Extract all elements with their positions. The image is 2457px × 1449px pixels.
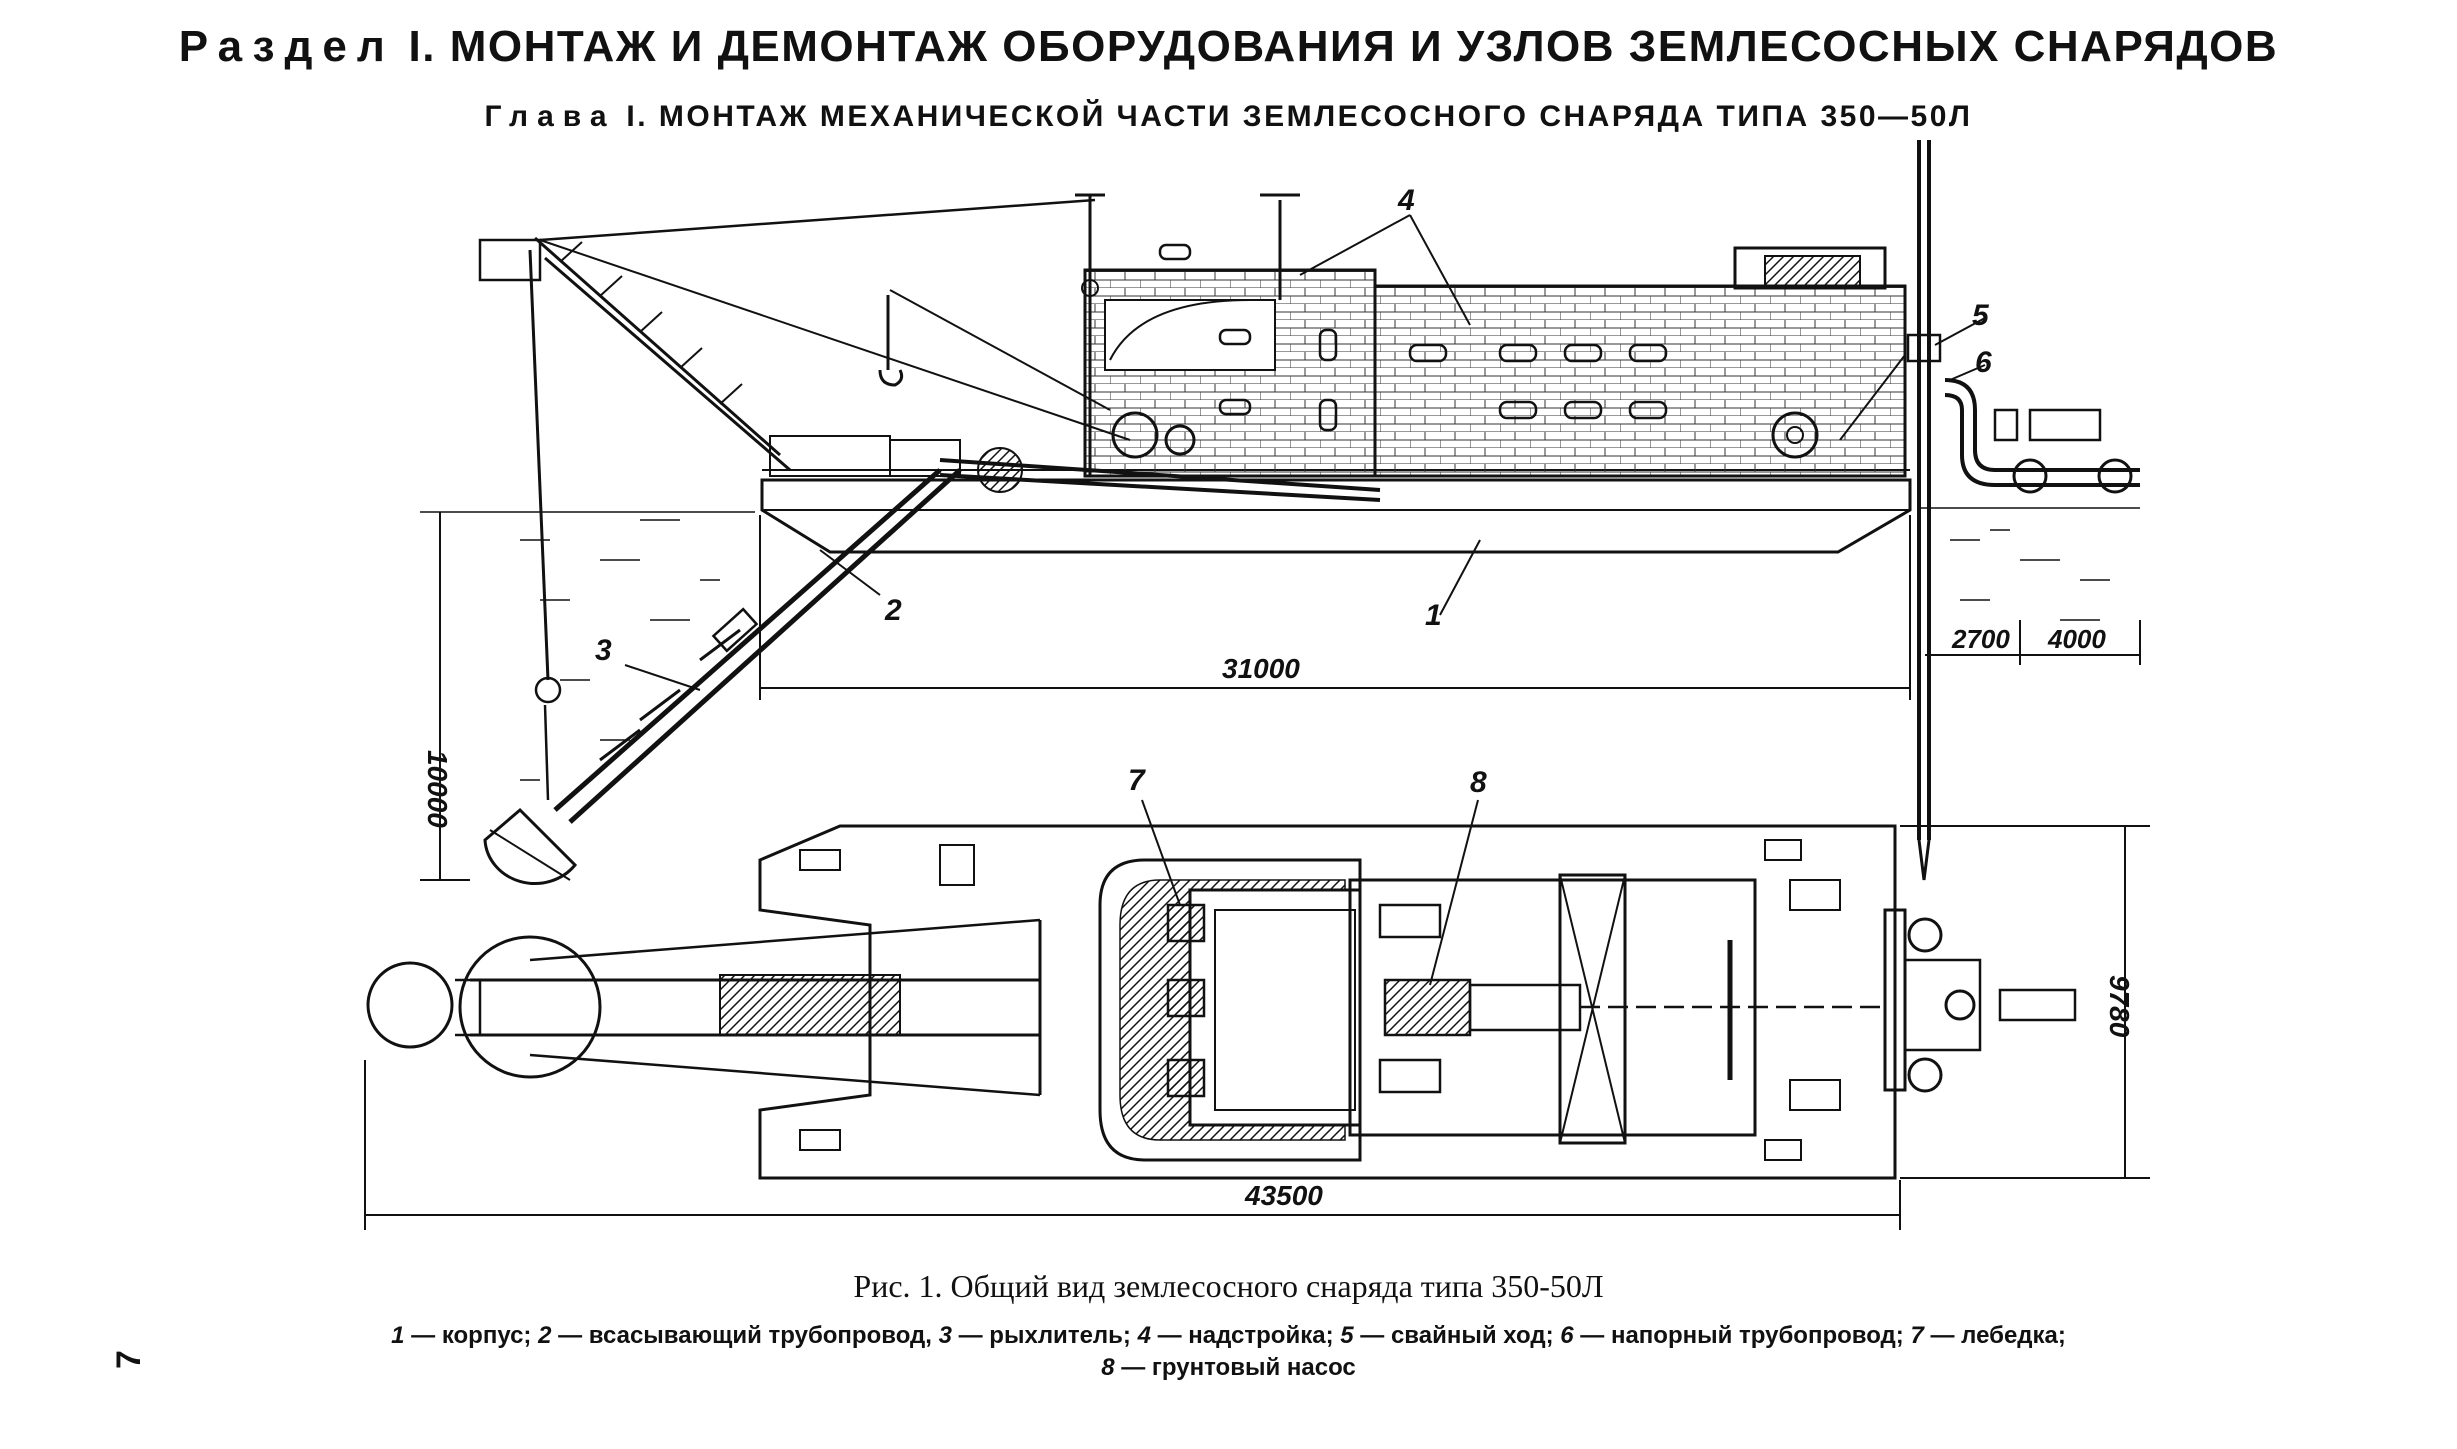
figure-legend: 1 — корпус; 2 — всасывающий трубопровод,… bbox=[160, 1320, 2297, 1384]
legend-text-6: — напорный трубопровод; bbox=[1580, 1322, 1904, 1349]
plan-view bbox=[364, 799, 2150, 1230]
legend-text-5: — свайный ход; bbox=[1360, 1322, 1554, 1349]
legend-num-3: 3 bbox=[938, 1322, 952, 1349]
chapter-heading: I. МОНТАЖ МЕХАНИЧЕСКОЙ ЧАСТИ ЗЕМЛЕСОСНОГ… bbox=[626, 100, 1973, 133]
dim-depth: 10000 bbox=[422, 750, 453, 828]
section-heading: I. МОНТАЖ И ДЕМОНТАЖ ОБОРУДОВАНИЯ И УЗЛО… bbox=[408, 22, 2279, 71]
legend-text-4: — надстройка; bbox=[1157, 1322, 1334, 1349]
leader-lines bbox=[624, 214, 1986, 691]
legend-text-3: — рыхлитель; bbox=[958, 1322, 1131, 1349]
section-word: Раздел bbox=[178, 22, 395, 71]
page-number: 7 bbox=[109, 1350, 148, 1369]
dimension-lines bbox=[420, 512, 2141, 881]
legend-text-8: — грунтовый насос bbox=[1121, 1354, 1356, 1381]
legend-text-1: — корпус; bbox=[411, 1322, 532, 1349]
legend-num-5: 5 bbox=[1340, 1322, 1354, 1349]
superstructure-side bbox=[1075, 193, 1907, 478]
legend-num-6: 6 bbox=[1560, 1322, 1574, 1349]
callout-3: 3 bbox=[595, 634, 612, 667]
dimension-lines-plan bbox=[364, 825, 2150, 1230]
callout-4: 4 bbox=[1397, 184, 1415, 217]
section-title: Раздел I. МОНТАЖ И ДЕМОНТАЖ ОБОРУДОВАНИЯ… bbox=[0, 22, 2457, 72]
discharge-pipeline-side bbox=[1944, 378, 2140, 494]
dimension-labels: 31000 43500 2700 4000 10000 9780 bbox=[422, 624, 2135, 1211]
ladder-crane bbox=[478, 198, 1131, 801]
legend-num-4: 4 bbox=[1137, 1322, 1151, 1349]
hull-side bbox=[760, 469, 1912, 554]
stern-plan bbox=[1883, 908, 2077, 1093]
legend-text-7: — лебедка; bbox=[1930, 1322, 2066, 1349]
legend-num-8: 8 bbox=[1101, 1354, 1115, 1381]
chapter-word: Глава bbox=[484, 100, 616, 133]
legend-num-1: 1 bbox=[391, 1322, 405, 1349]
callout-6: 6 bbox=[1975, 346, 1992, 379]
cutter-side bbox=[483, 807, 578, 885]
callout-7: 7 bbox=[1128, 764, 1146, 797]
callout-2: 2 bbox=[884, 594, 902, 627]
legend-num-7: 7 bbox=[1910, 1322, 1924, 1349]
pump-plan bbox=[1378, 903, 1880, 1094]
callout-labels: 1 2 3 4 5 6 7 8 bbox=[595, 184, 1992, 799]
dim-hull-length: 31000 bbox=[1222, 653, 1300, 684]
legend-num-2: 2 bbox=[538, 1322, 552, 1349]
dim-total-length: 43500 bbox=[1244, 1180, 1323, 1211]
portholes bbox=[1158, 243, 1668, 432]
chapter-title: Глава I. МОНТАЖ МЕХАНИЧЕСКОЙ ЧАСТИ ЗЕМЛЕ… bbox=[0, 100, 2457, 134]
callout-8: 8 bbox=[1470, 766, 1487, 799]
legend-text-2: — всасывающий трубопровод, bbox=[558, 1322, 932, 1349]
dim-pile-offset: 2700 bbox=[1951, 624, 2010, 654]
cutter-plan bbox=[366, 935, 602, 1079]
water-surface bbox=[420, 507, 2140, 781]
callout-1: 1 bbox=[1425, 599, 1442, 632]
figure-caption: Рис. 1. Общий вид землесосного снаряда т… bbox=[853, 1268, 1604, 1304]
side-view bbox=[420, 140, 2141, 885]
dim-width: 9780 bbox=[2104, 975, 2135, 1038]
callout-5: 5 bbox=[1972, 299, 1990, 332]
suction-pipeline-side bbox=[553, 447, 1381, 824]
winches-plan bbox=[1166, 903, 1206, 1098]
ladder-plan bbox=[470, 918, 1042, 1097]
superstructure-plan bbox=[1098, 858, 1757, 1162]
leader-lines-plan bbox=[1141, 799, 1479, 986]
deck-fittings bbox=[799, 839, 1841, 1161]
pile-side bbox=[1906, 140, 1942, 881]
dim-pipe-offset: 4000 bbox=[2047, 624, 2106, 654]
